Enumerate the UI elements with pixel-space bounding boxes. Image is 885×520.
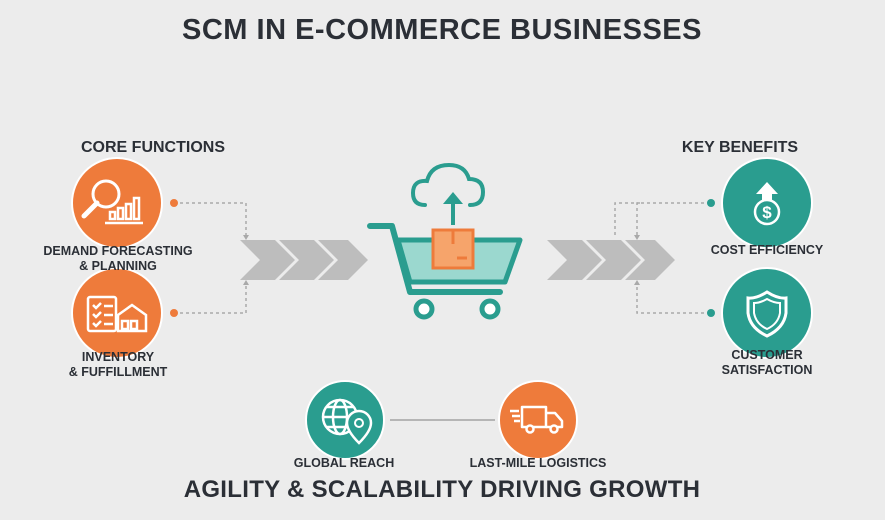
shopping-cart-icon [367,162,523,320]
connector-dot [707,309,715,317]
left-connectors [180,202,710,314]
connector-dot [707,199,715,207]
page-title: SCM IN E-COMMERCE BUSINESSES [182,14,702,46]
label-line: COST EFFICIENCY [710,243,824,257]
globe-pin-icon [305,380,385,460]
label-line: CUSTOMER [731,348,803,362]
label-line: & PLANNING [79,259,157,273]
inventory-fulfillment-label: INVENTORY & FUFFILLMENT [69,350,168,380]
last-mile-logistics-label: LAST-MILE LOGISTICS [469,456,607,470]
key-benefits-heading: KEY BENEFITS [681,139,799,156]
connector-dot [170,309,178,317]
delivery-truck-icon [498,380,578,460]
label-line: INVENTORY [81,350,155,364]
global-reach-label: GLOBAL REACH [293,456,395,470]
label-line: DEMAND FORECASTING [43,244,193,258]
label-line: & FUFFILLMENT [68,365,168,379]
right-chevron-arrows [547,240,675,280]
magnifier-bar-chart-icon [71,157,163,249]
package-box-icon [431,228,475,270]
customer-satisfaction-label: CUSTOMER SATISFACTION [722,348,813,378]
cost-efficiency-label: COST EFFICIENCY [711,243,824,258]
shield-icon [721,267,813,359]
subtitle: AGILITY & SCALABILITY DRIVING GROWTH [183,476,701,503]
checklist-warehouse-icon [71,267,163,359]
label-line: SATISFACTION [721,363,813,377]
core-functions-heading: CORE FUNCTIONS [81,139,225,156]
dollar-up-arrow-icon: $ [721,157,813,249]
upload-arrow-icon [443,192,463,225]
svg-text:$: $ [762,203,772,222]
connector-dot [170,199,178,207]
demand-forecasting-label: DEMAND FORECASTING & PLANNING [43,244,192,274]
left-chevron-arrows [240,240,368,280]
